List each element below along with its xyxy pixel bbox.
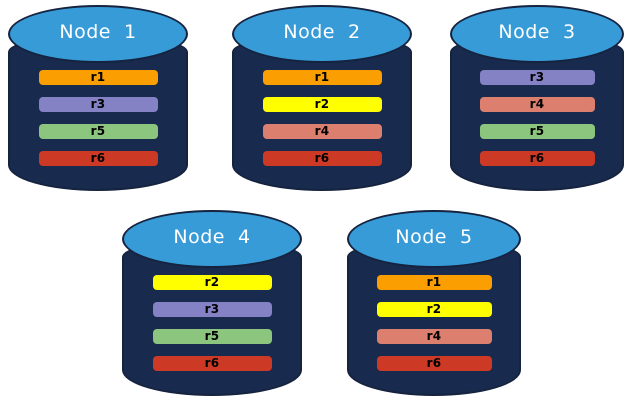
cylinder-top-ellipse — [450, 5, 624, 63]
replica-bar[interactable]: r4 — [479, 97, 595, 112]
replica-bar[interactable]: r2 — [376, 302, 492, 317]
replica-bar[interactable]: r1 — [38, 70, 158, 85]
cylinder-top-ellipse — [122, 210, 302, 268]
replica-bar[interactable]: r2 — [262, 97, 382, 112]
replica-bar[interactable]: r4 — [376, 329, 492, 344]
replica-bar[interactable]: r3 — [479, 70, 595, 85]
replica-bar[interactable]: r5 — [152, 329, 272, 344]
replica-bar[interactable]: r3 — [38, 97, 158, 112]
cylinder-top-ellipse — [8, 5, 188, 63]
replica-stack: r3 r4 r5 r6 — [450, 70, 624, 166]
replica-bar[interactable]: r4 — [262, 124, 382, 139]
replica-bar[interactable]: r3 — [152, 302, 272, 317]
cylinder-top-ellipse — [232, 5, 412, 63]
replica-stack: r1 r2 r4 r6 — [347, 275, 521, 371]
replica-bar[interactable]: r6 — [152, 356, 272, 371]
replica-bar[interactable]: r6 — [38, 151, 158, 166]
replica-bar[interactable]: r6 — [262, 151, 382, 166]
cylinder-top-ellipse — [347, 210, 521, 268]
replica-stack: r1 r2 r4 r6 — [232, 70, 412, 166]
replica-bar[interactable]: r6 — [479, 151, 595, 166]
replica-bar[interactable]: r5 — [38, 124, 158, 139]
replica-bar[interactable]: r1 — [376, 275, 492, 290]
replica-bar[interactable]: r5 — [479, 124, 595, 139]
replica-stack: r1 r3 r5 r6 — [8, 70, 188, 166]
replica-bar[interactable]: r1 — [262, 70, 382, 85]
replica-stack: r2 r3 r5 r6 — [122, 275, 302, 371]
replica-bar[interactable]: r2 — [152, 275, 272, 290]
replica-bar[interactable]: r6 — [376, 356, 492, 371]
